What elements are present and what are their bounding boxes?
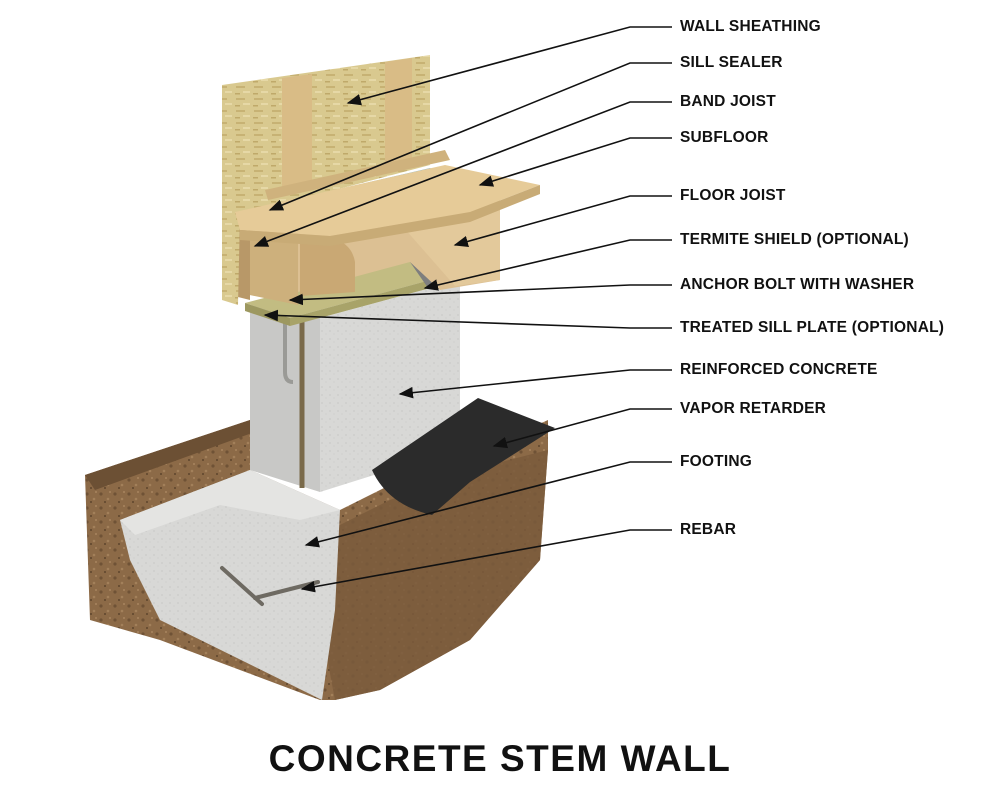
callout-subfloor: SUBFLOOR xyxy=(680,129,769,146)
callout-band-joist: BAND JOIST xyxy=(680,93,776,110)
wall-rebar xyxy=(283,300,305,488)
callout-anchor-bolt: ANCHOR BOLT WITH WASHER xyxy=(680,276,915,293)
callout-treated-sill-plate: TREATED SILL PLATE (OPTIONAL) xyxy=(680,319,945,336)
footing-concrete xyxy=(120,470,340,700)
callout-reinforced-concrete: REINFORCED CONCRETE xyxy=(680,361,878,378)
callout-footing: FOOTING xyxy=(680,453,753,470)
diagram-title: CONCRETE STEM WALL xyxy=(268,738,732,779)
callout-vapor-retarder: VAPOR RETARDER xyxy=(680,400,827,417)
callout-floor-joist: FLOOR JOIST xyxy=(680,187,786,204)
callout-termite-shield: TERMITE SHIELD (OPTIONAL) xyxy=(680,231,909,248)
callout-sill-sealer: SILL SEALER xyxy=(680,54,783,71)
leader-lines xyxy=(253,26,672,593)
callout-rebar: REBAR xyxy=(680,521,737,538)
vapor-retarder-sheet xyxy=(372,398,555,515)
callout-wall-sheathing: WALL SHEATHING xyxy=(680,18,821,35)
